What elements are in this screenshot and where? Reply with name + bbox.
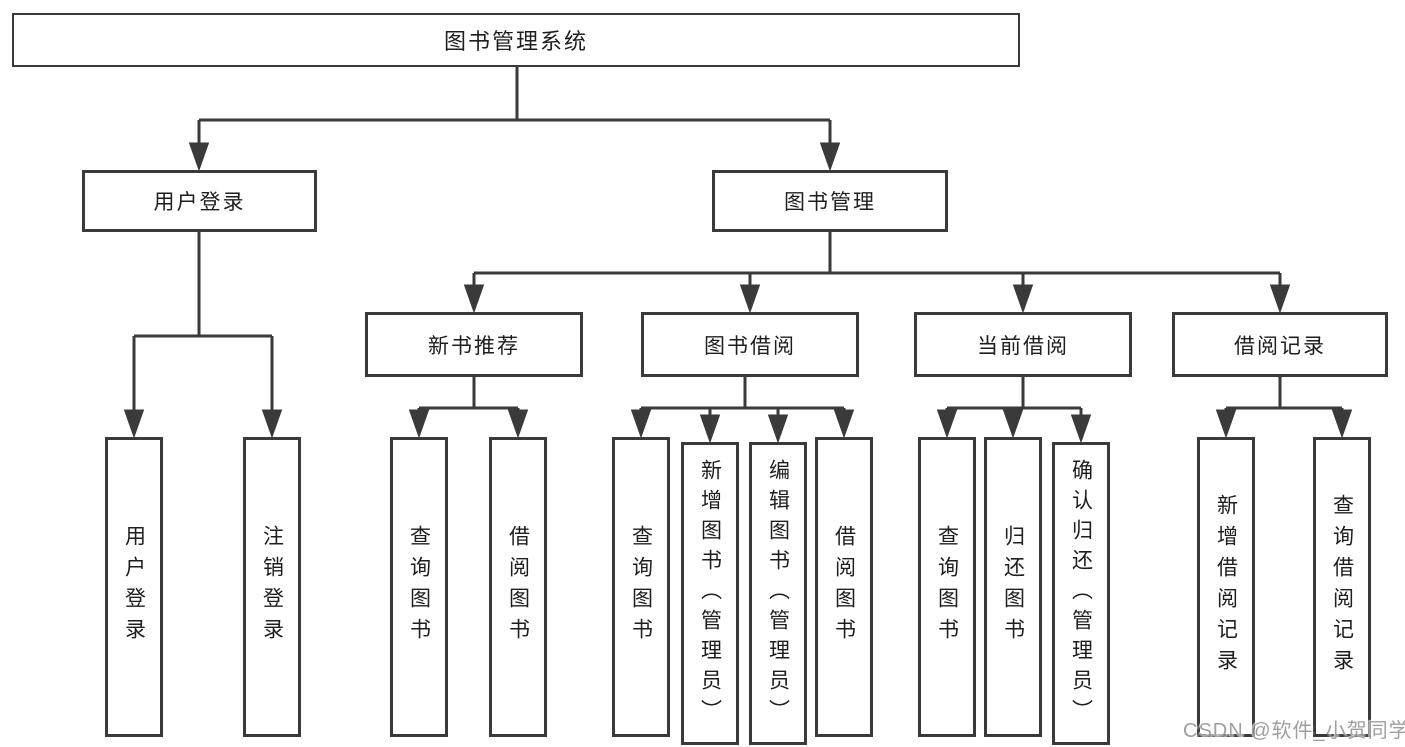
node-user-login: 用户登录 [82, 170, 317, 232]
leaf-cb-query-books: 查询图书 [918, 437, 976, 737]
node-borrow-records: 借阅记录 [1172, 312, 1388, 377]
leaf-logout: 注销登录 [243, 437, 301, 737]
leaf-user-login: 用户登录 [105, 437, 163, 737]
node-current-borrow: 当前借阅 [914, 312, 1132, 377]
node-book-management: 图书管理 [712, 170, 948, 232]
leaf-bb-query-books: 查询图书 [612, 437, 670, 737]
leaf-cb-confirm-return-admin: 确认归还（管理员） [1052, 442, 1110, 745]
leaf-bb-edit-books-admin: 编辑图书（管理员） [749, 442, 807, 745]
leaf-bb-add-books-admin: 新增图书（管理员） [681, 442, 739, 745]
leaf-cb-return-books: 归还图书 [984, 437, 1042, 737]
leaf-br-query-record: 查询借阅记录 [1313, 437, 1371, 737]
leaf-nb-query-books: 查询图书 [390, 437, 448, 737]
node-new-book-recommend: 新书推荐 [365, 312, 583, 377]
leaf-br-add-record: 新增借阅记录 [1197, 437, 1255, 737]
csdn-watermark: CSDN @软件_小贺同学 [1183, 720, 1405, 742]
leaf-bb-borrow-books: 借阅图书 [815, 437, 873, 737]
node-library-management-system: 图书管理系统 [12, 13, 1020, 67]
node-book-borrow: 图书借阅 [641, 312, 859, 377]
leaf-nb-borrow-books: 借阅图书 [489, 437, 547, 737]
